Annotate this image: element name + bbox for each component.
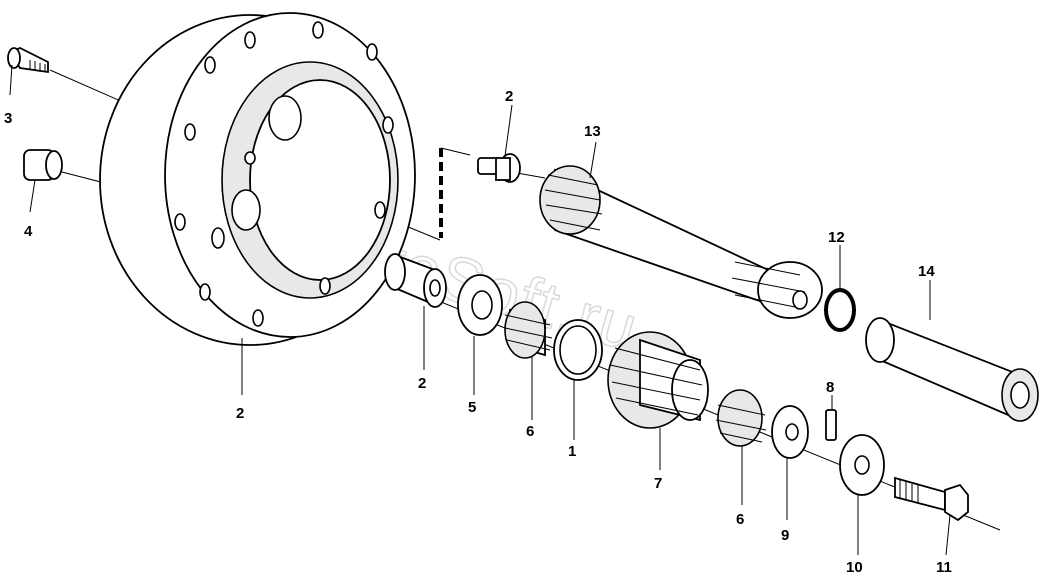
ring-1: [553, 319, 603, 381]
pin-8: [825, 409, 837, 441]
gear-7: [607, 331, 709, 429]
gear-6-right: [715, 389, 767, 447]
label-part-2-housing: 2: [236, 405, 244, 422]
washer-10: [839, 434, 885, 496]
label-part-6-left: 6: [526, 423, 534, 440]
shaft-13: [539, 165, 823, 319]
label-part-2-pin: 2: [505, 88, 513, 105]
washer-9: [771, 405, 809, 459]
label-part-2-bush: 2: [418, 375, 426, 392]
label-part-12: 12: [828, 229, 845, 246]
label-part-5: 5: [468, 399, 476, 416]
label-part-8: 8: [826, 379, 834, 396]
label-part-14: 14: [918, 263, 935, 280]
snap-ring-12: [824, 288, 856, 332]
bolt-11: [894, 476, 969, 522]
label-part-10: 10: [846, 559, 863, 576]
washer-5: [457, 274, 503, 336]
label-part-3: 3: [4, 110, 12, 127]
plug-4: [23, 149, 63, 181]
label-part-11: 11: [936, 559, 952, 576]
label-part-9: 9: [781, 527, 789, 544]
label-part-13: 13: [584, 123, 601, 140]
bush-2: [384, 253, 447, 308]
label-part-7: 7: [654, 475, 662, 492]
gear-6-left: [504, 301, 553, 359]
label-part-4: 4: [24, 223, 33, 240]
dashed-reference-line: [439, 147, 471, 238]
leader-lines: [9, 64, 951, 556]
part-labels: 3 4 2 2 13 12 14 2 5 6 1 7 6 8 9 10 11: [4, 88, 952, 576]
label-part-1: 1: [568, 443, 576, 460]
bolt-3: [7, 47, 49, 74]
sleeve-14: [865, 317, 1039, 422]
housing-flange: [99, 12, 416, 346]
pin-2-top: [477, 153, 521, 183]
label-part-6-right: 6: [736, 511, 744, 528]
